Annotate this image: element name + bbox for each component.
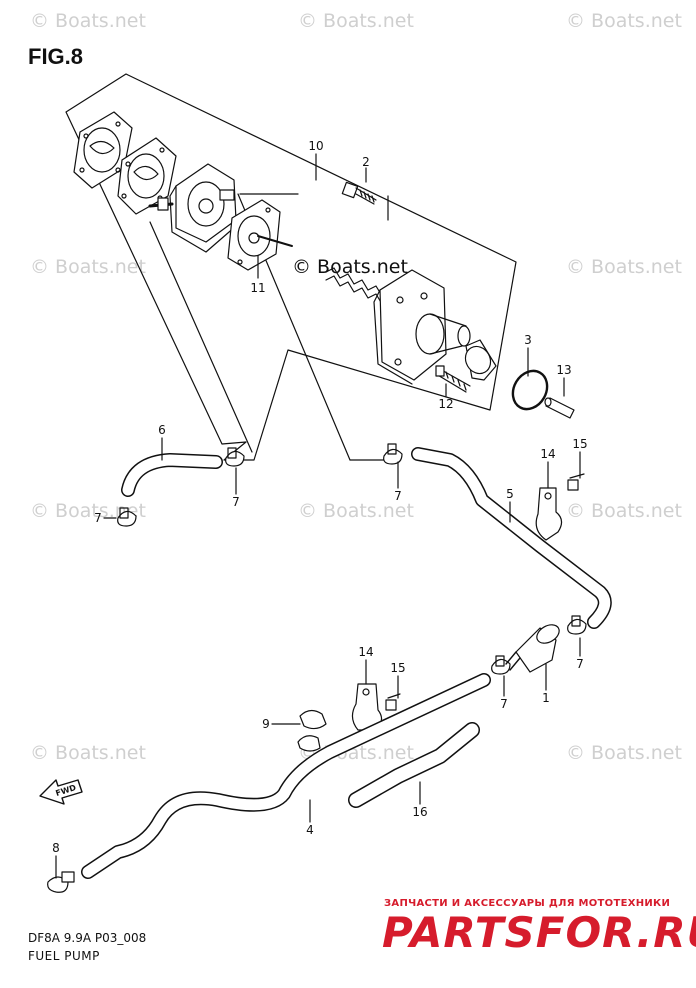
hose-bracket	[535, 487, 563, 541]
callout-7[interactable]: 7	[232, 495, 240, 509]
callout-7[interactable]: 7	[394, 489, 402, 503]
hose-clip	[225, 447, 245, 467]
watermark: © Boats.net	[566, 742, 682, 764]
callout-5[interactable]: 5	[506, 487, 514, 501]
watermark: © Boats.net	[30, 10, 146, 32]
watermark: © Boats.net	[30, 500, 146, 522]
watermark: © Boats.net	[30, 742, 146, 764]
callout-3[interactable]: 3	[524, 333, 532, 347]
callout-12[interactable]: 12	[438, 397, 454, 411]
watermark: © Boats.net	[566, 10, 682, 32]
pump-housing	[373, 269, 471, 385]
shop-tagline: ЗАПЧАСТИ И АКСЕССУАРЫ ДЛЯ МОТОТЕХНИКИ	[384, 898, 671, 909]
watermark-center: © Boats.net	[292, 256, 408, 278]
watermark: © Boats.net	[298, 10, 414, 32]
callout-7[interactable]: 7	[576, 657, 584, 671]
forward-arrow-icon	[39, 779, 83, 805]
assembly-frame	[65, 73, 517, 461]
callout-15[interactable]: 15	[390, 661, 406, 675]
callout-7[interactable]: 7	[500, 697, 508, 711]
watermark: © Boats.net	[30, 256, 146, 278]
bolt	[341, 181, 377, 205]
callout-11[interactable]: 11	[250, 281, 266, 295]
callout-16[interactable]: 16	[412, 805, 428, 819]
callout-15[interactable]: 15	[572, 437, 588, 451]
callout-10[interactable]: 10	[308, 139, 324, 153]
hose-clip	[47, 871, 75, 893]
callout-9[interactable]: 9	[262, 717, 270, 731]
callout-7[interactable]: 7	[94, 511, 102, 525]
watermark: © Boats.net	[298, 500, 414, 522]
diaphragm	[227, 199, 293, 271]
watermark: © Boats.net	[566, 500, 682, 522]
callout-2[interactable]: 2	[362, 155, 370, 169]
hose-clip	[383, 443, 403, 465]
fuel-filter	[505, 624, 560, 673]
bolt	[567, 473, 585, 491]
callout-6[interactable]: 6	[158, 423, 166, 437]
shop-logo[interactable]: PARTSFOR.RU	[382, 908, 696, 957]
figure-title: FIG.8	[28, 44, 84, 69]
watermark: © Boats.net	[566, 256, 682, 278]
hose-6-inner	[122, 454, 222, 496]
leader-line	[149, 221, 253, 453]
callout-4[interactable]: 4	[306, 823, 314, 837]
callout-14[interactable]: 14	[540, 447, 556, 461]
diagram-caption: FUEL PUMP	[28, 949, 100, 963]
hose-5	[411, 447, 612, 629]
hose-clip	[567, 615, 587, 635]
hose-clip-spring	[297, 709, 327, 752]
plug	[464, 339, 497, 381]
screw	[435, 365, 471, 393]
callout-1[interactable]: 1	[542, 691, 550, 705]
callout-14[interactable]: 14	[358, 645, 374, 659]
hose-clip	[117, 507, 137, 527]
hose-clip	[491, 655, 511, 675]
callout-8[interactable]: 8	[52, 841, 60, 855]
o-ring	[511, 369, 549, 411]
callout-13[interactable]: 13	[556, 363, 572, 377]
diagram-code: DF8A 9.9A P03_008	[28, 931, 147, 945]
diaphragm-gasket	[117, 137, 177, 215]
pin	[544, 397, 575, 419]
pump-body	[148, 163, 237, 253]
